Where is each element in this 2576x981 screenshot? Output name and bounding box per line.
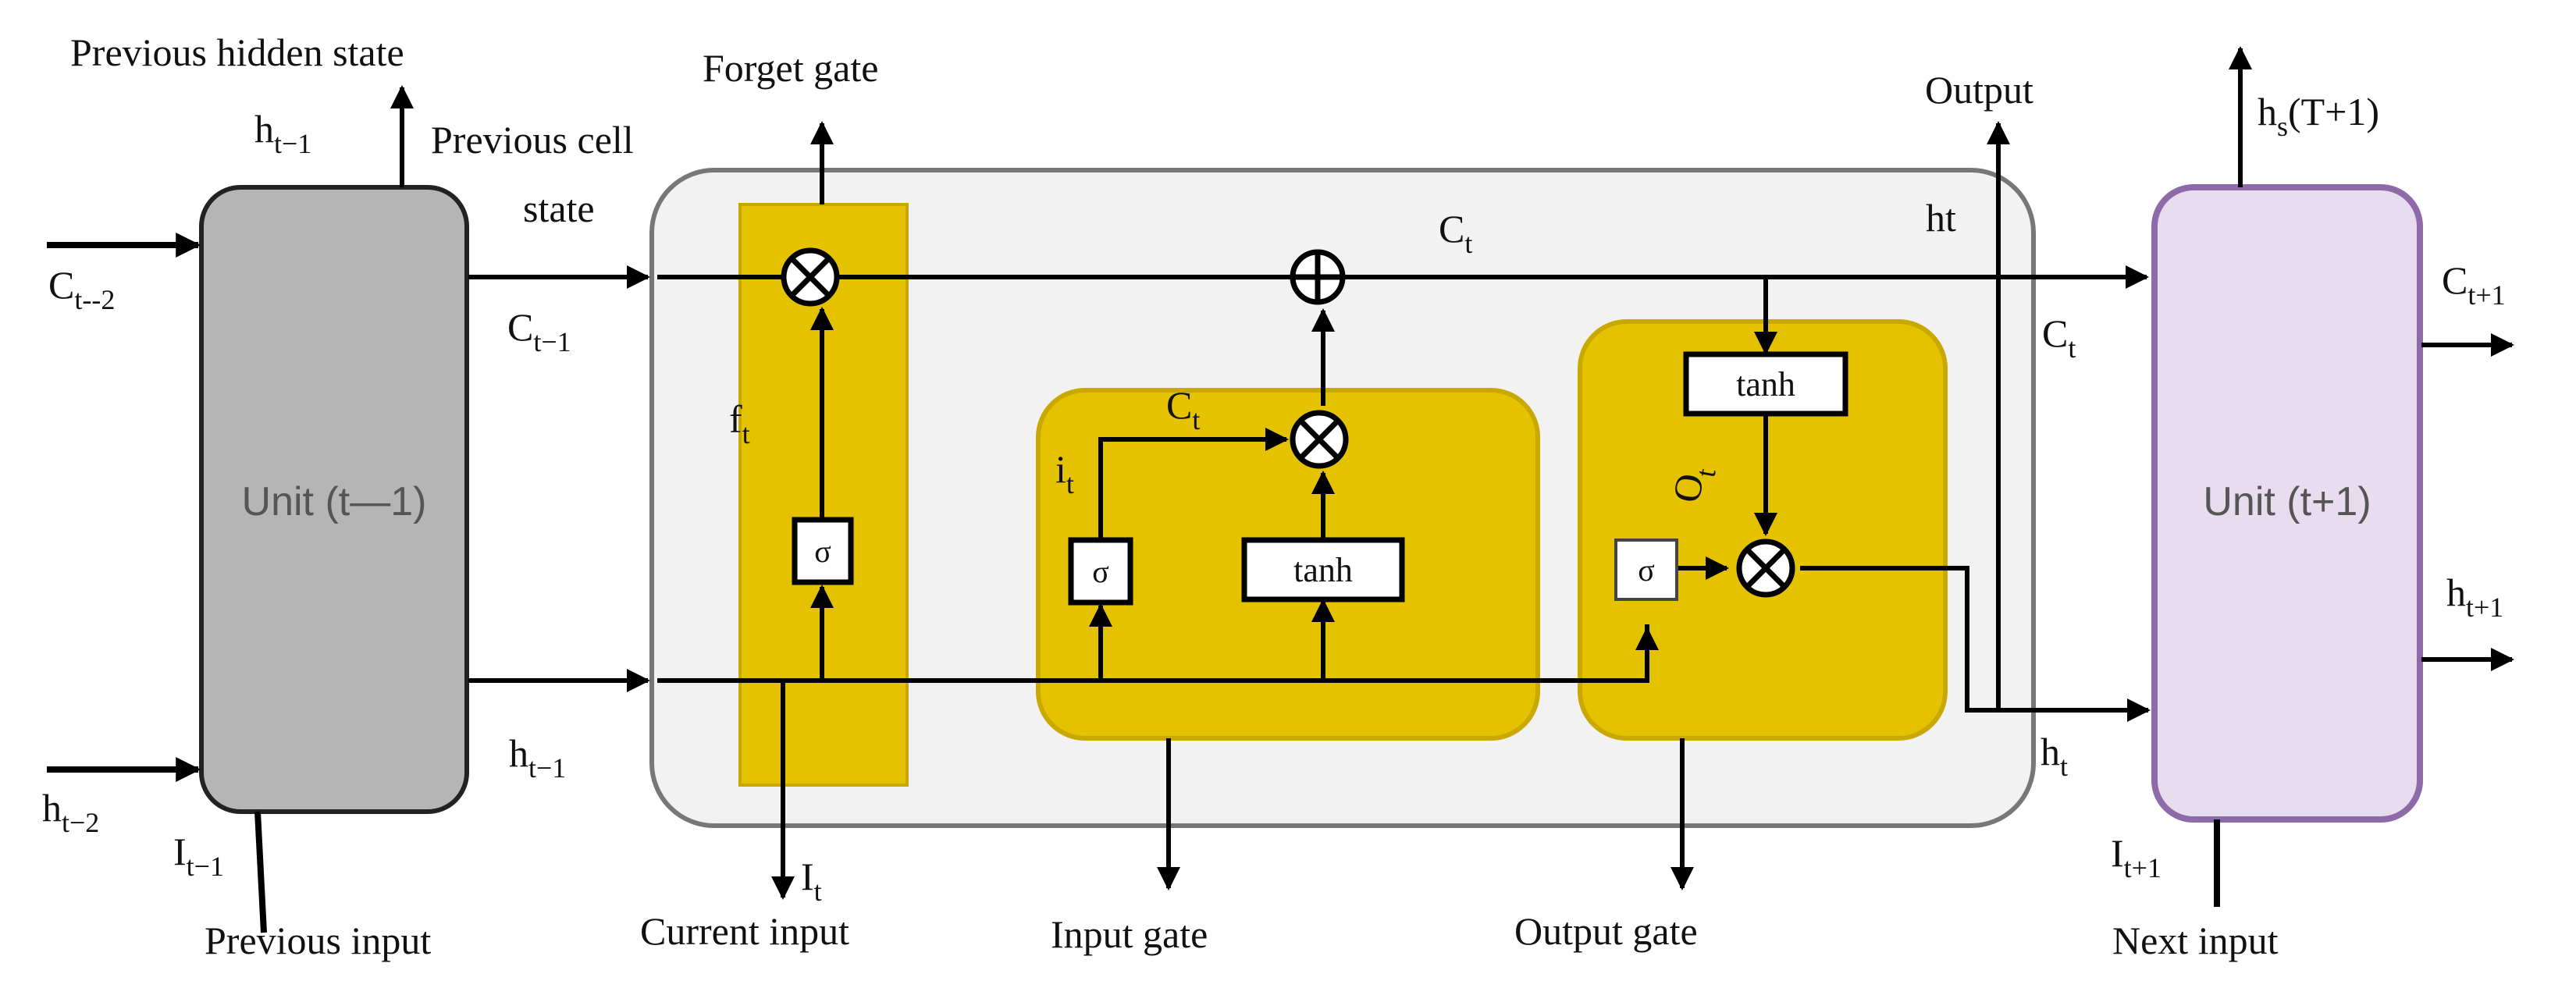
previous-cell-state-label-2: state [523, 187, 595, 230]
forget-sigma-box [792, 517, 854, 585]
input-gate-label: Input gate [1051, 912, 1208, 956]
c-t-minus-1-label: Ct−1 [507, 305, 571, 357]
cell-add-op [1290, 249, 1346, 305]
c-t-right-label: Ct [2042, 311, 2076, 364]
output-tanh-box [1683, 351, 1848, 417]
current-input-label: Current input [640, 909, 849, 953]
h-t-minus-2-label: ht−2 [42, 786, 99, 838]
prev-input-line [254, 811, 267, 933]
input-sigma-out [1098, 437, 1284, 538]
unit-prev-label: Unit (t—1) [242, 479, 427, 524]
input-multiply-op [1290, 410, 1349, 469]
c-t-plus-1-label: Ct+1 [2442, 258, 2506, 311]
output-sigma-box [1614, 538, 1678, 601]
input-sigma-label: σ [1092, 554, 1109, 589]
i-t-minus-1-label: It−1 [173, 830, 224, 882]
input-tanh-box [1241, 537, 1405, 602]
hs-next-label: hs(T+1) [2258, 90, 2379, 142]
previous-hidden-state-label: Previous hidden state [70, 30, 404, 74]
h-t-right-label: ht [2041, 730, 2068, 782]
h-t-plus-1-label: ht+1 [2446, 570, 2503, 623]
c-t-inner-label: Ct [1166, 383, 1200, 435]
input-sigma-box [1068, 537, 1133, 606]
input-tanh-label: tanh [1293, 551, 1353, 589]
output-gate-label: Output gate [1514, 909, 1698, 953]
c-t-top-label: Ct [1439, 207, 1472, 259]
ht-label: ht [1926, 196, 1956, 240]
i-t-label: it [1055, 447, 1074, 499]
next-input-label: Next input [2112, 919, 2279, 962]
f-t-label: ft [729, 397, 750, 450]
previous-cell-state-label-1: Previous cell [431, 118, 634, 162]
output-multiply-op [1736, 538, 1795, 598]
unit-next-label: Unit (t+1) [2203, 479, 2371, 524]
h-t-minus-1-mid-label: ht−1 [509, 731, 566, 784]
input-t-label: It [801, 855, 822, 907]
c-t-minus-2-label: Ct--2 [48, 263, 115, 315]
unit-prev-box [199, 185, 469, 814]
output-mult-out [1800, 566, 2147, 713]
output-tanh-label: tanh [1736, 365, 1795, 403]
forget-multiply-op [781, 247, 840, 307]
forget-gate-label: Forget gate [703, 46, 878, 90]
previous-input-label: Previous input [205, 919, 431, 962]
unit-next-box [2151, 184, 2423, 823]
forget-sigma-label: σ [814, 534, 831, 569]
h-t-minus-1-top-label: ht−1 [254, 107, 311, 159]
i-t-plus-1-label: It+1 [2111, 831, 2161, 883]
output-sigma-label: σ [1638, 553, 1655, 588]
output-label: Output [1925, 68, 2033, 112]
